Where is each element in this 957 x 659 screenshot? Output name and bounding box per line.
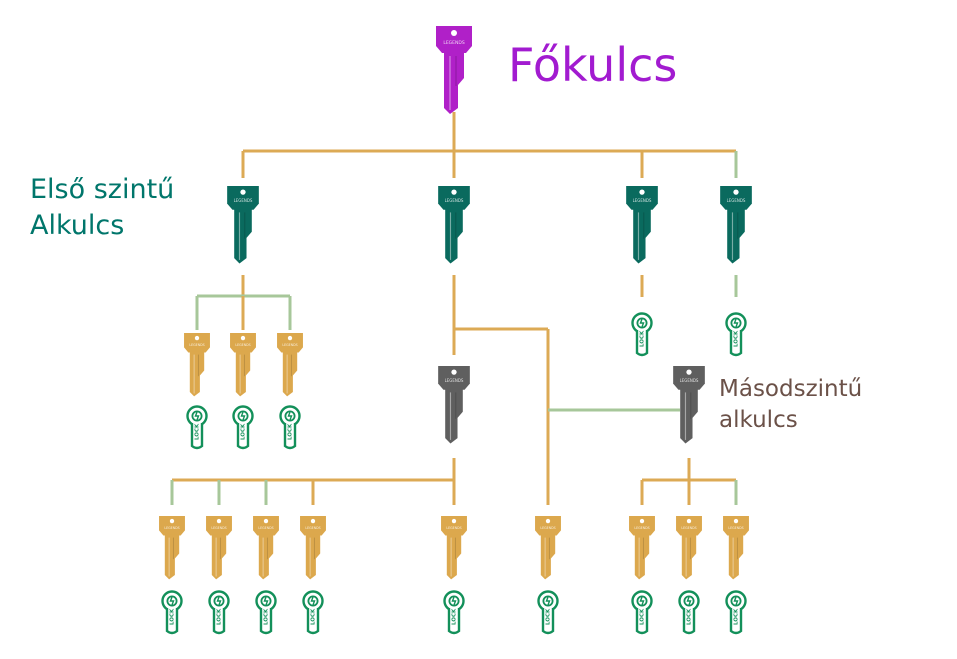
key-brand-text: LEGENDS: [445, 378, 464, 383]
cylinder-lock-icon: LOCK: [631, 312, 653, 357]
master-key-label: Főkulcs: [508, 38, 678, 92]
cylinder-lock-icon: LOCK: [186, 405, 208, 450]
second-level-label-line-2: alkulcs: [719, 407, 798, 434]
first-level-label-line-2: Alkulcs: [30, 210, 125, 242]
cylinder-lock-text: LOCK: [733, 330, 739, 347]
key-brand-text: LEGENDS: [189, 343, 204, 347]
cylinder-lock-icon: LOCK: [537, 590, 559, 635]
connector-lines: [170, 112, 738, 505]
cylinder-lock-icon: LOCK: [678, 590, 700, 635]
cylinder-lock-text: LOCK: [310, 608, 316, 625]
user-key-icon: LEGENDS: [723, 516, 749, 580]
first-level-key-icon: LEGENDS: [438, 186, 470, 264]
key-brand-text: LEGENDS: [540, 526, 555, 530]
user-key-icon: LEGENDS: [629, 516, 655, 580]
first-level-key-icon: LEGENDS: [227, 186, 259, 264]
cylinder-lock-text: LOCK: [733, 608, 739, 625]
first-level-subkey-label: Első szintű Alkulcs: [30, 172, 174, 245]
key-brand-text: LEGENDS: [633, 198, 652, 203]
cylinder-lock-text: LOCK: [639, 608, 645, 625]
second-level-key-icon: LEGENDS: [673, 366, 705, 444]
cylinder-lock-text: LOCK: [216, 608, 222, 625]
key-brand-text: LEGENDS: [446, 526, 461, 530]
cylinder-lock-text: LOCK: [240, 423, 246, 440]
cylinder-lock-text: LOCK: [263, 608, 269, 625]
cylinder-lock-icon: LOCK: [255, 590, 277, 635]
user-key-icon: LEGENDS: [230, 333, 256, 397]
second-level-subkey-label: Másodszintű alkulcs: [719, 374, 862, 436]
user-key-icon: LEGENDS: [300, 516, 326, 580]
cylinder-lock-icon: LOCK: [725, 312, 747, 357]
key-brand-text: LEGENDS: [728, 526, 743, 530]
key-brand-text: LEGENDS: [680, 378, 699, 383]
cylinder-lock-text: LOCK: [169, 608, 175, 625]
key-brand-text: LEGENDS: [234, 198, 253, 203]
key-brand-text: LEGENDS: [258, 526, 273, 530]
key-brand-text: LEGENDS: [211, 526, 226, 530]
cylinder-lock-icon: LOCK: [208, 590, 230, 635]
cylinder-lock-text: LOCK: [686, 608, 692, 625]
first-level-key-icon: LEGENDS: [626, 186, 658, 264]
key-brand-text: LEGENDS: [727, 198, 746, 203]
key-brand-text: LEGENDS: [164, 526, 179, 530]
key-brand-text: LEGENDS: [443, 40, 465, 46]
key-brand-text: LEGENDS: [235, 343, 250, 347]
user-key-icon: LEGENDS: [253, 516, 279, 580]
second-level-label-line-1: Másodszintű: [719, 376, 863, 402]
cylinder-lock-icon: LOCK: [232, 405, 254, 450]
cylinder-lock-icon: LOCK: [161, 590, 183, 635]
cylinder-lock-text: LOCK: [287, 423, 293, 440]
cylinder-lock-text: LOCK: [194, 423, 200, 440]
key-brand-text: LEGENDS: [282, 343, 297, 347]
cylinder-lock-text: LOCK: [451, 608, 457, 625]
user-key-icon: LEGENDS: [676, 516, 702, 580]
cylinder-lock-icon: LOCK: [443, 590, 465, 635]
user-key-icon: LEGENDS: [277, 333, 303, 397]
master-key-icon: LEGENDS: [436, 26, 472, 114]
key-brand-text: LEGENDS: [305, 526, 320, 530]
cylinder-lock-icon: LOCK: [725, 590, 747, 635]
cylinder-lock-text: LOCK: [545, 608, 551, 625]
key-brand-text: LEGENDS: [634, 526, 649, 530]
key-brand-text: LEGENDS: [681, 526, 696, 530]
cylinder-lock-text: LOCK: [639, 330, 645, 347]
cylinder-lock-icon: LOCK: [631, 590, 653, 635]
first-level-label-line-1: Első szintű: [30, 174, 175, 205]
user-key-icon: LEGENDS: [184, 333, 210, 397]
user-key-icon: LEGENDS: [206, 516, 232, 580]
key-brand-text: LEGENDS: [445, 198, 464, 203]
user-key-icon: LEGENDS: [159, 516, 185, 580]
cylinders-layer: LOCK LOCK LOCK LOCK LOCK LOCK LOCK LOCK LOCK LOCK…: [161, 312, 747, 635]
user-key-icon: LEGENDS: [535, 516, 561, 580]
user-key-icon: LEGENDS: [441, 516, 467, 580]
first-level-key-icon: LEGENDS: [720, 186, 752, 264]
cylinder-lock-icon: LOCK: [302, 590, 324, 635]
keys-layer: LEGENDS LEGENDS LEGENDS LEGENDS LEGENDS LEGEN…: [159, 26, 752, 580]
cylinder-lock-icon: LOCK: [279, 405, 301, 450]
second-level-key-icon: LEGENDS: [438, 366, 470, 444]
